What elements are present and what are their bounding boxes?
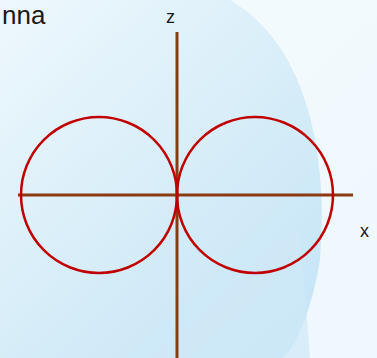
axis-label: x xyxy=(360,222,369,240)
title-fragment: nna xyxy=(2,2,45,28)
radiation-lobe xyxy=(21,117,177,273)
radiation-lobe xyxy=(177,117,333,273)
wave-shape xyxy=(120,230,310,358)
x-axis xyxy=(18,194,353,197)
axis-label: z xyxy=(166,8,175,26)
